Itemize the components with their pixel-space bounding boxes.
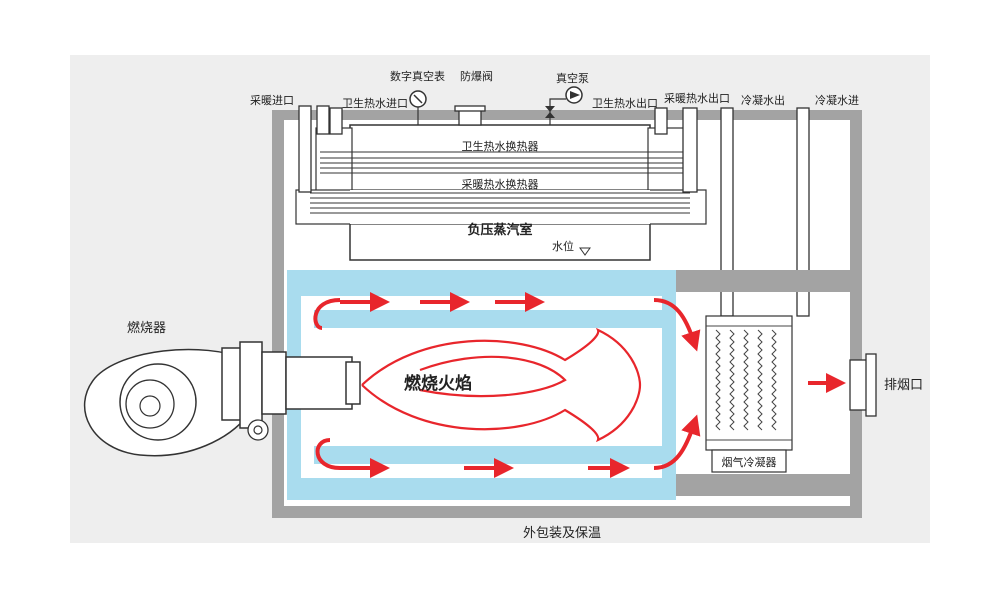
left-header bbox=[315, 127, 353, 201]
flame-label: 燃烧火焰 bbox=[404, 373, 472, 394]
explosion-valve-label: 防爆阀 bbox=[460, 69, 493, 83]
explosion-valve-cap bbox=[454, 105, 486, 112]
heating-inlet-label: 采暖进口 bbox=[250, 94, 294, 107]
water-level-icon bbox=[579, 247, 591, 256]
burner-label: 燃烧器 bbox=[127, 320, 166, 336]
burner bbox=[83, 341, 361, 457]
exchanger-tube-bundle bbox=[310, 151, 690, 214]
sanitary-inlet-label: 卫生热水进口 bbox=[342, 96, 408, 110]
condenser-bottom-wall bbox=[676, 474, 850, 496]
flue-gas-flow-arrows bbox=[313, 292, 846, 478]
right-header bbox=[647, 127, 685, 201]
flame-shape bbox=[361, 327, 642, 443]
sanitary-exchanger-label: 卫生热水换热器 bbox=[462, 139, 539, 153]
heating-outlet-label: 采暖热水出口 bbox=[664, 91, 730, 105]
burner-nozzle bbox=[285, 356, 353, 410]
condenser-base bbox=[711, 449, 787, 473]
valve-icon bbox=[545, 106, 555, 118]
condenser-fins bbox=[706, 325, 792, 441]
upper-flue-passage bbox=[301, 296, 662, 310]
sanitary-outlet-label: 卫生热水出口 bbox=[592, 96, 658, 110]
flue-condenser bbox=[705, 315, 793, 451]
top-pipes bbox=[298, 105, 810, 317]
lower-flue-passage bbox=[301, 464, 662, 478]
condensate-in-label: 冷凝水进 bbox=[815, 93, 859, 107]
heating-exchanger-label: 采暖热水换热器 bbox=[462, 177, 539, 191]
condenser-top-wall bbox=[676, 270, 850, 292]
water-level-label: 水位 bbox=[552, 239, 574, 253]
flue-condenser-label: 烟气冷凝器 bbox=[722, 455, 777, 469]
vacuum-gauge-label: 数字真空表 bbox=[390, 69, 445, 83]
vacuum-chamber-label: 负压蒸汽室 bbox=[467, 222, 532, 238]
insulation-label: 外包装及保温 bbox=[523, 526, 601, 541]
exhaust-label: 排烟口 bbox=[884, 378, 923, 393]
condensate-out-label: 冷凝水出 bbox=[741, 93, 785, 107]
vacuum-pump-label: 真空泵 bbox=[556, 71, 589, 85]
